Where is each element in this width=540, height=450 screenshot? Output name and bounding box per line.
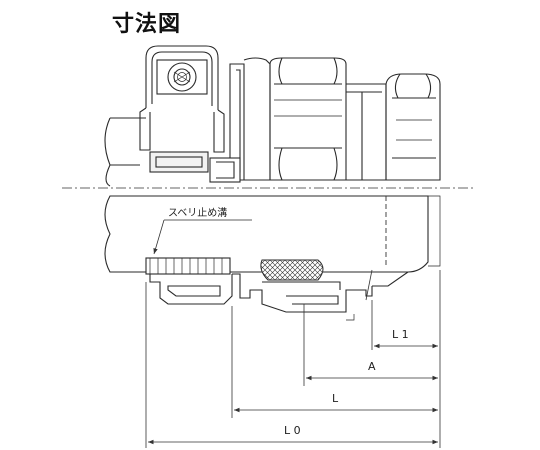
clamp-lower-part [139, 107, 225, 173]
pipe-upper [104, 117, 146, 187]
cap-nut [385, 73, 441, 181]
union-nut [269, 57, 347, 181]
note-leader [153, 219, 165, 255]
pipe-inserted [104, 195, 441, 273]
rubber-seal [260, 259, 324, 281]
anti-slip-groove [145, 257, 231, 275]
body-flange [209, 57, 271, 183]
page-title: 寸法図 [112, 12, 182, 37]
right-body [346, 83, 387, 181]
lower-body [149, 269, 409, 321]
dim-label-l: L [332, 392, 339, 405]
clamp-bolt [167, 62, 197, 92]
groove-note: スベリ止め溝 [168, 206, 227, 219]
dim-label-a: A [368, 360, 376, 373]
dim-label-l1: L 1 [392, 328, 409, 341]
extension-lines [145, 270, 441, 448]
dim-label-l0: L 0 [284, 424, 301, 437]
